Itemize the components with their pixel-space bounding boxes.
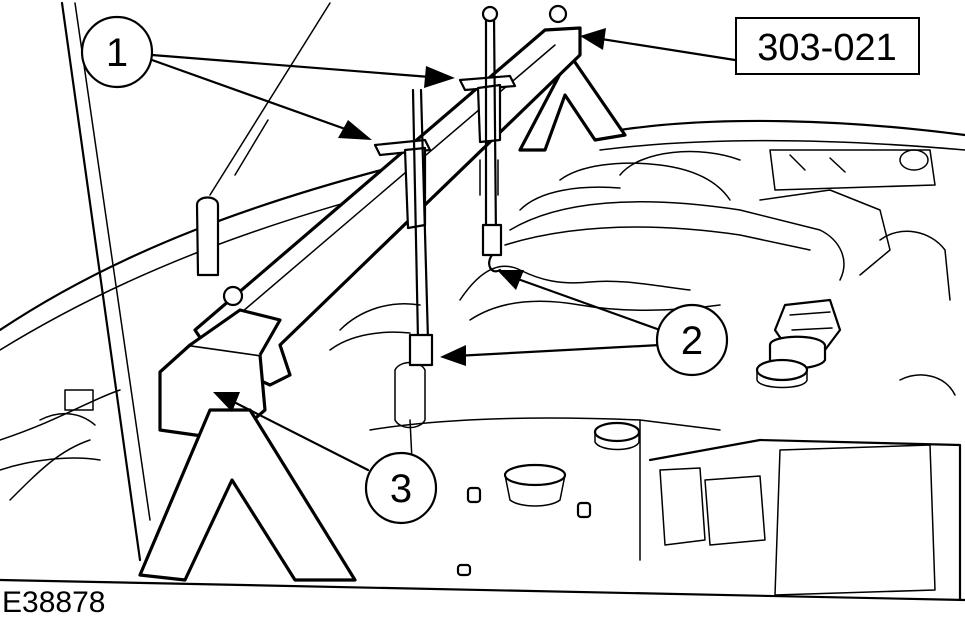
callout-1-label: 1 <box>106 31 128 75</box>
callout-2: 2 <box>655 303 729 377</box>
callout-2-label: 2 <box>681 319 703 363</box>
callout-3: 3 <box>364 451 438 525</box>
engine-support-tool <box>138 4 627 582</box>
callout-1: 1 <box>80 15 154 89</box>
callout-3-label: 3 <box>390 467 412 511</box>
tool-number-box: 303-021 <box>735 17 920 75</box>
tool-number: 303-021 <box>757 27 896 69</box>
figure-id: E38878 <box>2 586 105 619</box>
leader-lines <box>150 28 737 472</box>
front-stand <box>138 408 357 582</box>
engine-components <box>39 149 962 602</box>
